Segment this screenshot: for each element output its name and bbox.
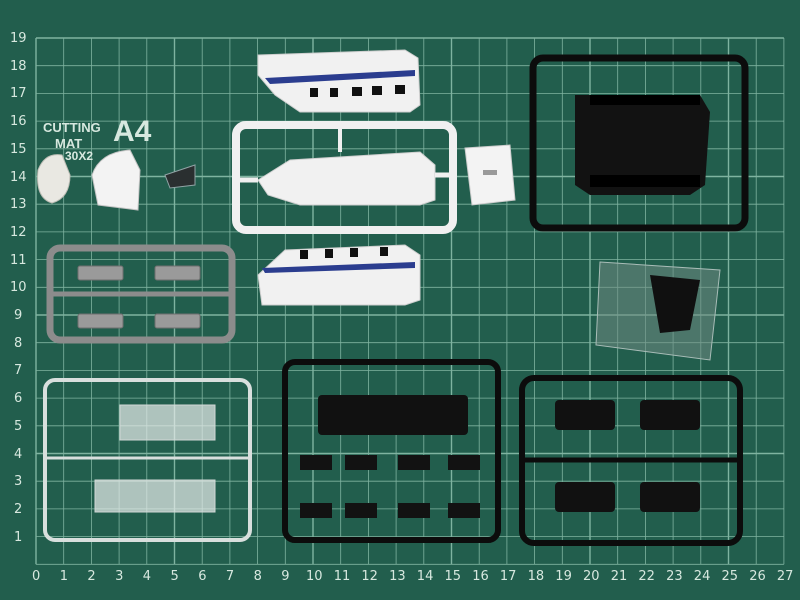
y-tick-label: 12 bbox=[10, 224, 27, 240]
y-tick-label: 3 bbox=[14, 474, 23, 490]
mat-dimension-label: 30X2 bbox=[65, 149, 94, 163]
x-tick-label: 27 bbox=[776, 569, 794, 584]
x-tick-label: 20 bbox=[583, 569, 600, 584]
y-tick-label: 4 bbox=[14, 446, 23, 462]
y-tick-label: 10 bbox=[10, 280, 27, 296]
black-underframe-sprue bbox=[282, 359, 501, 543]
white-body-shell-bottom bbox=[257, 244, 421, 306]
y-tick-label: 14 bbox=[10, 169, 27, 185]
gray-bogie-sprue bbox=[46, 244, 236, 344]
nose-cone-parts bbox=[37, 149, 196, 211]
x-tick-label: 16 bbox=[472, 569, 489, 584]
x-tick-label: 2 bbox=[87, 569, 96, 584]
x-tick-label: 24 bbox=[693, 569, 711, 584]
x-tick-label: 18 bbox=[527, 569, 545, 584]
x-tick-label: 15 bbox=[444, 569, 462, 584]
y-tick-label: 18 bbox=[10, 58, 27, 74]
x-tick-label: 8 bbox=[253, 569, 262, 584]
x-tick-label: 6 bbox=[198, 569, 207, 584]
y-tick-label: 8 bbox=[14, 335, 23, 351]
y-tick-label: 13 bbox=[10, 197, 27, 213]
y-tick-label: 19 bbox=[10, 31, 27, 46]
x-tick-label: 17 bbox=[499, 569, 517, 584]
x-tick-label: 10 bbox=[306, 569, 323, 584]
mat-brand-line1: CUTTING bbox=[43, 120, 101, 135]
x-tick-label: 3 bbox=[115, 569, 124, 584]
black-bogie-sprue bbox=[519, 375, 743, 546]
y-tick-label: 6 bbox=[14, 391, 23, 407]
y-tick-label: 16 bbox=[10, 114, 27, 130]
y-tick-label: 5 bbox=[14, 418, 23, 434]
x-tick-label: 22 bbox=[638, 569, 655, 584]
x-tick-label: 12 bbox=[361, 569, 378, 584]
x-tick-label: 0 bbox=[32, 569, 41, 584]
y-tick-label: 17 bbox=[10, 86, 27, 102]
x-tick-label: 23 bbox=[666, 569, 683, 584]
x-tick-label: 7 bbox=[225, 569, 235, 584]
x-tick-label: 14 bbox=[416, 569, 434, 584]
white-body-shell-top bbox=[257, 49, 421, 113]
x-tick-label: 9 bbox=[281, 569, 290, 584]
y-tick-label: 11 bbox=[10, 252, 27, 268]
clear-frame-sprue bbox=[43, 378, 252, 542]
y-tick-label: 2 bbox=[14, 501, 23, 517]
x-tick-label: 4 bbox=[142, 569, 152, 584]
plastic-bag-with-parts bbox=[595, 261, 721, 361]
mat-size-label: A4 bbox=[113, 115, 152, 148]
y-tick-label: 7 bbox=[14, 363, 23, 379]
mat-brand-line2: MAT bbox=[55, 136, 83, 151]
black-chassis-sprue-top bbox=[529, 54, 749, 232]
y-tick-label: 15 bbox=[10, 141, 27, 157]
y-tick-label: 1 bbox=[14, 529, 23, 545]
x-tick-label: 21 bbox=[610, 569, 628, 584]
x-tick-label: 5 bbox=[170, 569, 179, 584]
x-tick-label: 13 bbox=[389, 569, 406, 584]
x-tick-label: 19 bbox=[555, 569, 572, 584]
x-tick-label: 25 bbox=[721, 569, 739, 584]
x-tick-label: 26 bbox=[749, 569, 766, 584]
x-tick-label: 1 bbox=[59, 569, 68, 584]
x-tick-label: 11 bbox=[333, 569, 351, 584]
y-tick-label: 9 bbox=[14, 308, 23, 323]
white-sprue-frame bbox=[232, 121, 516, 234]
